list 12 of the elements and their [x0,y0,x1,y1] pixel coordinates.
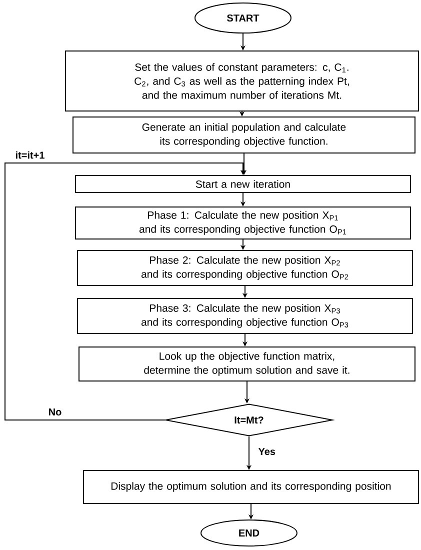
process-box: Phase 3: Calculate the new position X$_{P3}$ and its corresponding objective function O$_{P3}$ [77,298,413,334]
loop-arrow [4,162,246,420]
process-box: Phase 2: Calculate the new position X$_{P2}$ and its corresponding objective function O$_{P2}$ [77,250,413,286]
edge-label: No [47,408,63,416]
process-box: Display the optimum solution and its corresponding position [83,470,419,504]
edge-label: Yes [257,447,277,456]
loop-label: it=it+1 [16,151,44,159]
process-box: Look up the objective function matrix, determine the optimum solution and save it. [78,346,416,382]
process-box: Set the values of constant parameters: c, C$_{1}$. C$_{2}$, and C$_{3}$ as well as the patterning index Pt, and the maximum number of iterations Mt. [65,50,419,112]
process-box: Generate an initial population and calculate its corresponding objective function. [72,116,416,154]
process-box: Start a new iteration [75,175,411,193]
process-box: Phase 1: Calculate the new position X$_{P1}$ and its corresponding objective function O$_{P1}$ [75,206,411,240]
